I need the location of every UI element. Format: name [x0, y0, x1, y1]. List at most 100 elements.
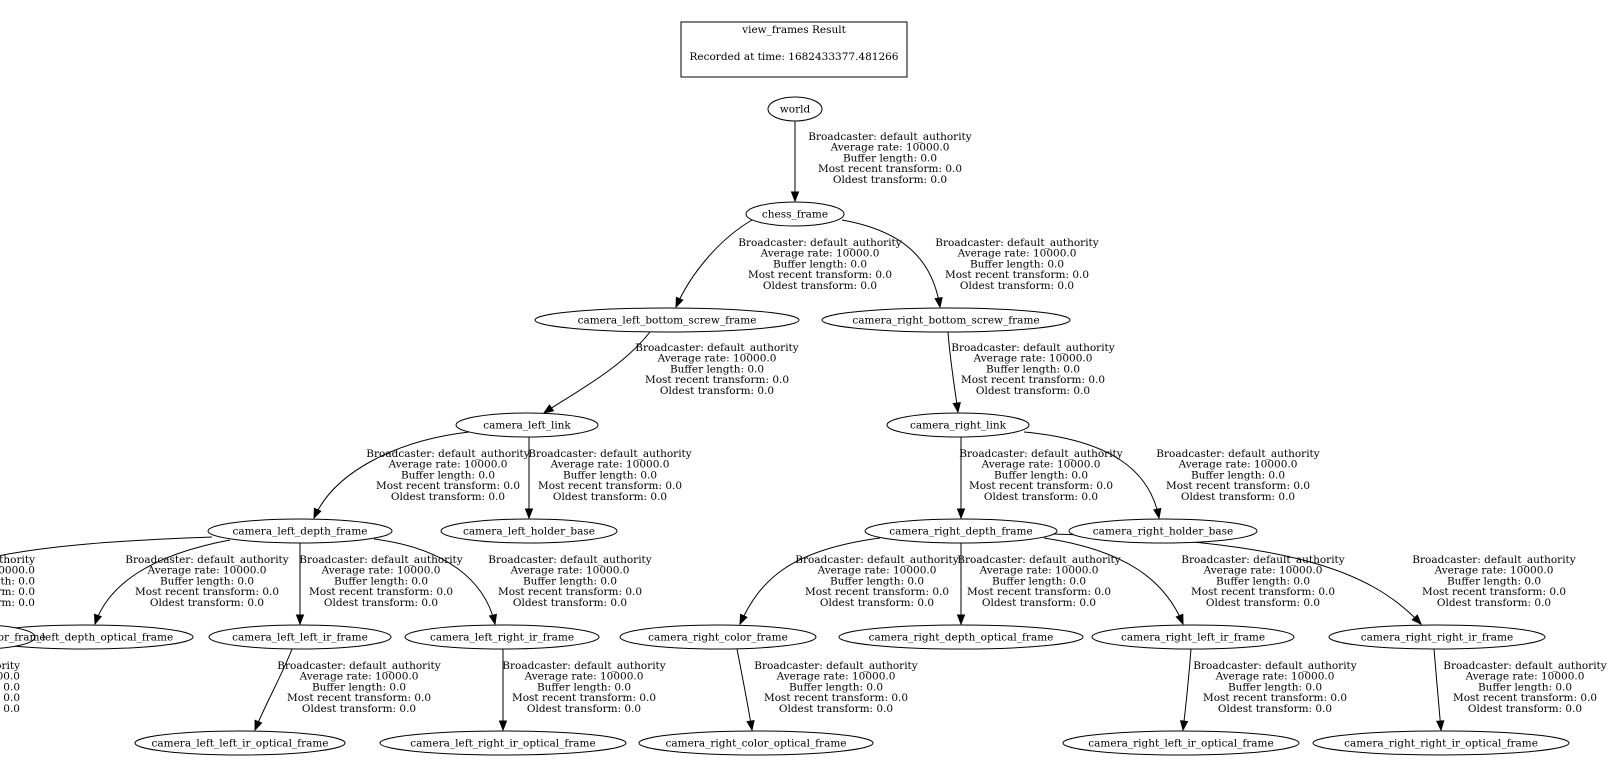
edge-label-line: Most recent transform: 0.0 — [969, 480, 1113, 492]
edge-label-line: Oldest transform: 0.0 — [150, 597, 264, 609]
edge-label-line: Average rate: 10000.0 — [1465, 671, 1585, 683]
node-ellipse — [1312, 730, 1570, 756]
edge-label-line: Broadcaster: default_authority — [935, 237, 1098, 249]
node-label: camera_right_right_ir_optical_frame — [1344, 738, 1538, 750]
node-label: camera_right_bottom_screw_frame — [852, 315, 1039, 327]
edge-label-line: Broadcaster: default_authority — [488, 554, 651, 566]
node-label: camera_right_holder_base — [1093, 526, 1233, 538]
edge-line — [373, 538, 496, 625]
node-camera_right_bottom_screw_frame: camera_right_bottom_screw_frame — [821, 307, 1071, 333]
edge-label-line: Oldest transform: 0.0 — [984, 491, 1098, 503]
edge-line — [543, 331, 651, 414]
arrowhead — [1179, 720, 1189, 732]
edge-label-line: Average rate: 10000.0 — [830, 142, 950, 154]
node-label: camera_right_left_ir_optical_frame — [1088, 738, 1273, 750]
edge-label-line: Broadcaster: default_authority — [738, 237, 901, 249]
edge-label-line: Broadcaster: default_authority — [0, 554, 35, 566]
edge-camera_left_depth_frame-to-camera_left_color_frame — [0, 536, 213, 557]
edge-label-line: Broadcaster: default_authority — [1443, 660, 1606, 672]
arrowhead — [790, 191, 800, 203]
edge-label-line: Average rate: 10000.0 — [1434, 565, 1554, 577]
edge-label-line: Average rate: 10000.0 — [550, 459, 670, 471]
node-label: camera_right_color_frame — [648, 632, 788, 644]
node-label: camera_right_link — [910, 420, 1007, 432]
edge-label-line: Most recent transform: 0.0 — [967, 586, 1111, 598]
edge-label-line: Average rate: 10000.0 — [1178, 459, 1298, 471]
node-label: camera_left_link — [483, 420, 571, 432]
node-ellipse — [619, 624, 817, 650]
edge-label-line: Buffer length: 0.0 — [312, 681, 406, 693]
arrowhead — [956, 614, 966, 626]
edge-label-line: Broadcaster: default_authority — [635, 342, 798, 354]
node-label: camera_right_left_ir_frame — [1121, 632, 1265, 644]
edge-label-line: Buffer length: 0.0 — [160, 575, 254, 587]
edge-label-line: Most recent transform: 0.0 — [818, 163, 962, 175]
edge-label-line: Most recent transform: 0.0 — [0, 692, 20, 704]
edge-label-line: Oldest transform: 0.0 — [302, 703, 416, 715]
edge-label-line: Oldest transform: 0.0 — [513, 597, 627, 609]
edge-label-line: Average rate: 10000.0 — [979, 565, 1099, 577]
edge-label-line: Average rate: 10000.0 — [1203, 565, 1323, 577]
node-label: camera_right_depth_frame — [889, 526, 1032, 538]
edge-label-line: Broadcaster: default_authority — [951, 342, 1114, 354]
node-ellipse — [821, 307, 1071, 333]
edge-label-line: Most recent transform: 0.0 — [498, 586, 642, 598]
node-camera_left_color_frame: camera_left_color_frame — [0, 625, 46, 649]
edge-world-to-chess_frame — [790, 121, 800, 203]
node-camera_left_link: camera_left_link — [455, 412, 599, 438]
node-ellipse — [207, 518, 393, 544]
edge-chess_frame-to-camera_right_bottom_screw_frame — [841, 219, 943, 309]
edge-label-line: Buffer length: 0.0 — [986, 363, 1080, 375]
arrowhead — [488, 613, 498, 626]
arrowhead — [313, 507, 322, 520]
edge-line — [1433, 648, 1442, 731]
node-label: chess_frame — [762, 209, 828, 221]
edge-label-line: Buffer length: 0.0 — [1191, 469, 1285, 481]
edge-label-line: Most recent transform: 0.0 — [1422, 586, 1566, 598]
edge-label-line: Most recent transform: 0.0 — [512, 692, 656, 704]
edge-label-line: Oldest transform: 0.0 — [820, 597, 934, 609]
edge-label-line: Broadcaster: default_authority — [299, 554, 462, 566]
edge-label-line: Buffer length: 0.0 — [773, 258, 867, 270]
arrowhead — [675, 296, 684, 309]
node-camera_right_left_ir_frame: camera_right_left_ir_frame — [1091, 624, 1295, 650]
node-ellipse — [134, 730, 346, 756]
arrowhead — [1153, 507, 1162, 520]
edge-line — [94, 539, 231, 625]
edge-label-line: Average rate: 10000.0 — [657, 353, 777, 365]
edge-label-line: Most recent transform: 0.0 — [945, 269, 1089, 281]
edge-label-line: Oldest transform: 0.0 — [833, 174, 947, 186]
node-label: camera_right_depth_optical_frame — [869, 632, 1054, 644]
edge-camera_right_left_ir_frame-to-camera_right_left_ir_optical_frame — [1179, 648, 1192, 732]
node-ellipse — [208, 624, 392, 650]
edge-label-line: Oldest transform: 0.0 — [0, 703, 20, 715]
node-ellipse — [838, 624, 1084, 650]
edge-label-line: Most recent transform: 0.0 — [135, 586, 279, 598]
edge-label-line: Oldest transform: 0.0 — [976, 385, 1090, 397]
node-ellipse — [1328, 624, 1546, 650]
edge-label-line: Oldest transform: 0.0 — [779, 703, 893, 715]
node-label: camera_left_depth_optical_frame — [0, 632, 173, 644]
node-camera_right_right_ir_optical_frame: camera_right_right_ir_optical_frame — [1312, 730, 1570, 756]
node-chess_frame: chess_frame — [745, 201, 845, 227]
edge-label-line: Broadcaster: default_authority — [277, 660, 440, 672]
edge-label-line: Most recent transform: 0.0 — [748, 269, 892, 281]
edge-line — [1023, 431, 1160, 519]
edge-label-line: Buffer length: 0.0 — [670, 363, 764, 375]
edge-label-line: Oldest transform: 0.0 — [0, 597, 35, 609]
arrowhead — [952, 402, 961, 414]
node-world: world — [767, 96, 823, 122]
edge-label-line: Average rate: 10000.0 — [981, 459, 1101, 471]
edge-label-line: Average rate: 10000.0 — [510, 565, 630, 577]
edge-label-line: Average rate: 10000.0 — [776, 671, 896, 683]
edge-camera_right_link-to-camera_right_holder_base — [1023, 431, 1162, 520]
edge-label-line: Broadcaster: default_authority — [754, 660, 917, 672]
nodes-layer: worldchess_framecamera_left_bottom_screw… — [0, 96, 1570, 756]
